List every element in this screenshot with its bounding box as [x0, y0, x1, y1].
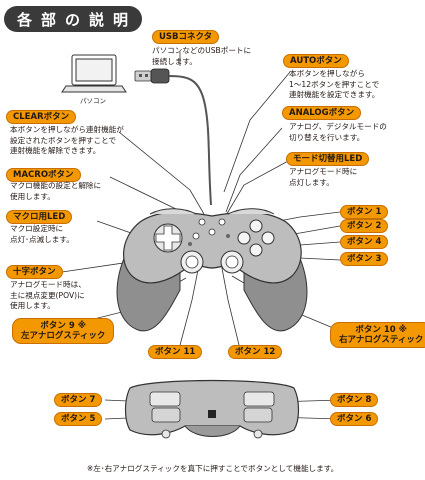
button-6-label: ボタン 6 [330, 412, 379, 426]
auto-button-desc: 本ボタンを押しながら 1～12ボタンを押すことで 連射機能を設定できます。 [289, 69, 380, 99]
button-7-label: ボタン 7 [54, 393, 103, 407]
macro-led-desc: マクロ設定時に 点灯･点滅します。 [10, 224, 74, 244]
button-2-icon [261, 231, 275, 245]
button-11-label: ボタン 11 [148, 345, 203, 359]
page-title: 各部の説明 [4, 6, 142, 32]
macro-button-label: MACROボタン [6, 168, 81, 182]
button-4-icon [237, 231, 251, 245]
usb-connector-icon [134, 68, 170, 84]
button-1-icon [249, 219, 263, 233]
usb-connector-desc: パソコンなどのUSBポートに 接続します。 [152, 46, 252, 66]
macro-button-icon [192, 232, 200, 240]
led-icon [226, 234, 230, 238]
button-9-label: ボタン 9 ※ 左アナログスティック [12, 318, 115, 344]
button-5-icon [151, 407, 181, 423]
button-5-label: ボタン 5 [54, 412, 103, 426]
button-8-icon [243, 391, 275, 407]
gamepad-front [116, 208, 308, 332]
pc-caption: パソコン [80, 97, 106, 105]
dpad-desc: アナログモード時は、 主に視点変更(POV)に 使用します。 [10, 280, 86, 310]
laptop-icon [61, 54, 127, 93]
mode-led-desc: アナログモード時に 点灯します。 [289, 167, 358, 187]
analog-button-icon [208, 228, 216, 236]
button-4-label: ボタン 4 [340, 235, 389, 249]
analog-button-desc: アナログ、デジタルモードの 切り替えを行います。 [289, 122, 387, 142]
button-10-line2: 右アナログスティック [339, 335, 424, 345]
button-3-label: ボタン 3 [340, 252, 389, 266]
analog-button-label: ANALOGボタン [282, 106, 362, 120]
button-7-icon [149, 391, 181, 407]
button-9-line2: 左アナログスティック [21, 331, 106, 341]
clear-button-desc: 本ボタンを押しながら連射機能が 設定されたボタンを押すことで 連射機能を解除でき… [10, 125, 124, 155]
button-6-icon [243, 407, 273, 423]
mode-led-label: モード切替用LED [286, 152, 370, 166]
macro-led-label: マクロ用LED [6, 210, 73, 224]
usb-cable [168, 75, 212, 206]
auto-button-label: AUTOボタン [283, 54, 349, 68]
auto-button-icon [218, 218, 226, 226]
button-8-label: ボタン 8 [330, 393, 379, 407]
button-10-label: ボタン 10 ※ 右アナログスティック [330, 322, 425, 348]
clear-button-label: CLEARボタン [6, 110, 77, 124]
clear-button-icon [198, 218, 206, 226]
macro-button-desc: マクロ機能の設定と解除に 使用します。 [10, 181, 102, 201]
button-12-label: ボタン 12 [228, 345, 283, 359]
usb-connector-label: USBコネクタ [152, 30, 220, 44]
footnote: ※左･右アナログスティックを真下に押すことでボタンとして機能します。 [86, 464, 339, 473]
button-10-line1: ボタン 10 ※ [355, 325, 407, 335]
button-9-line1: ボタン 9 ※ [40, 321, 86, 331]
dpad-label: 十字ボタン [6, 265, 63, 279]
button-2-label: ボタン 2 [340, 219, 389, 233]
gamepad-top-view [124, 379, 300, 439]
button-1-label: ボタン 1 [340, 205, 389, 219]
button-3-icon [249, 243, 263, 257]
macro-led-icon [188, 242, 192, 246]
